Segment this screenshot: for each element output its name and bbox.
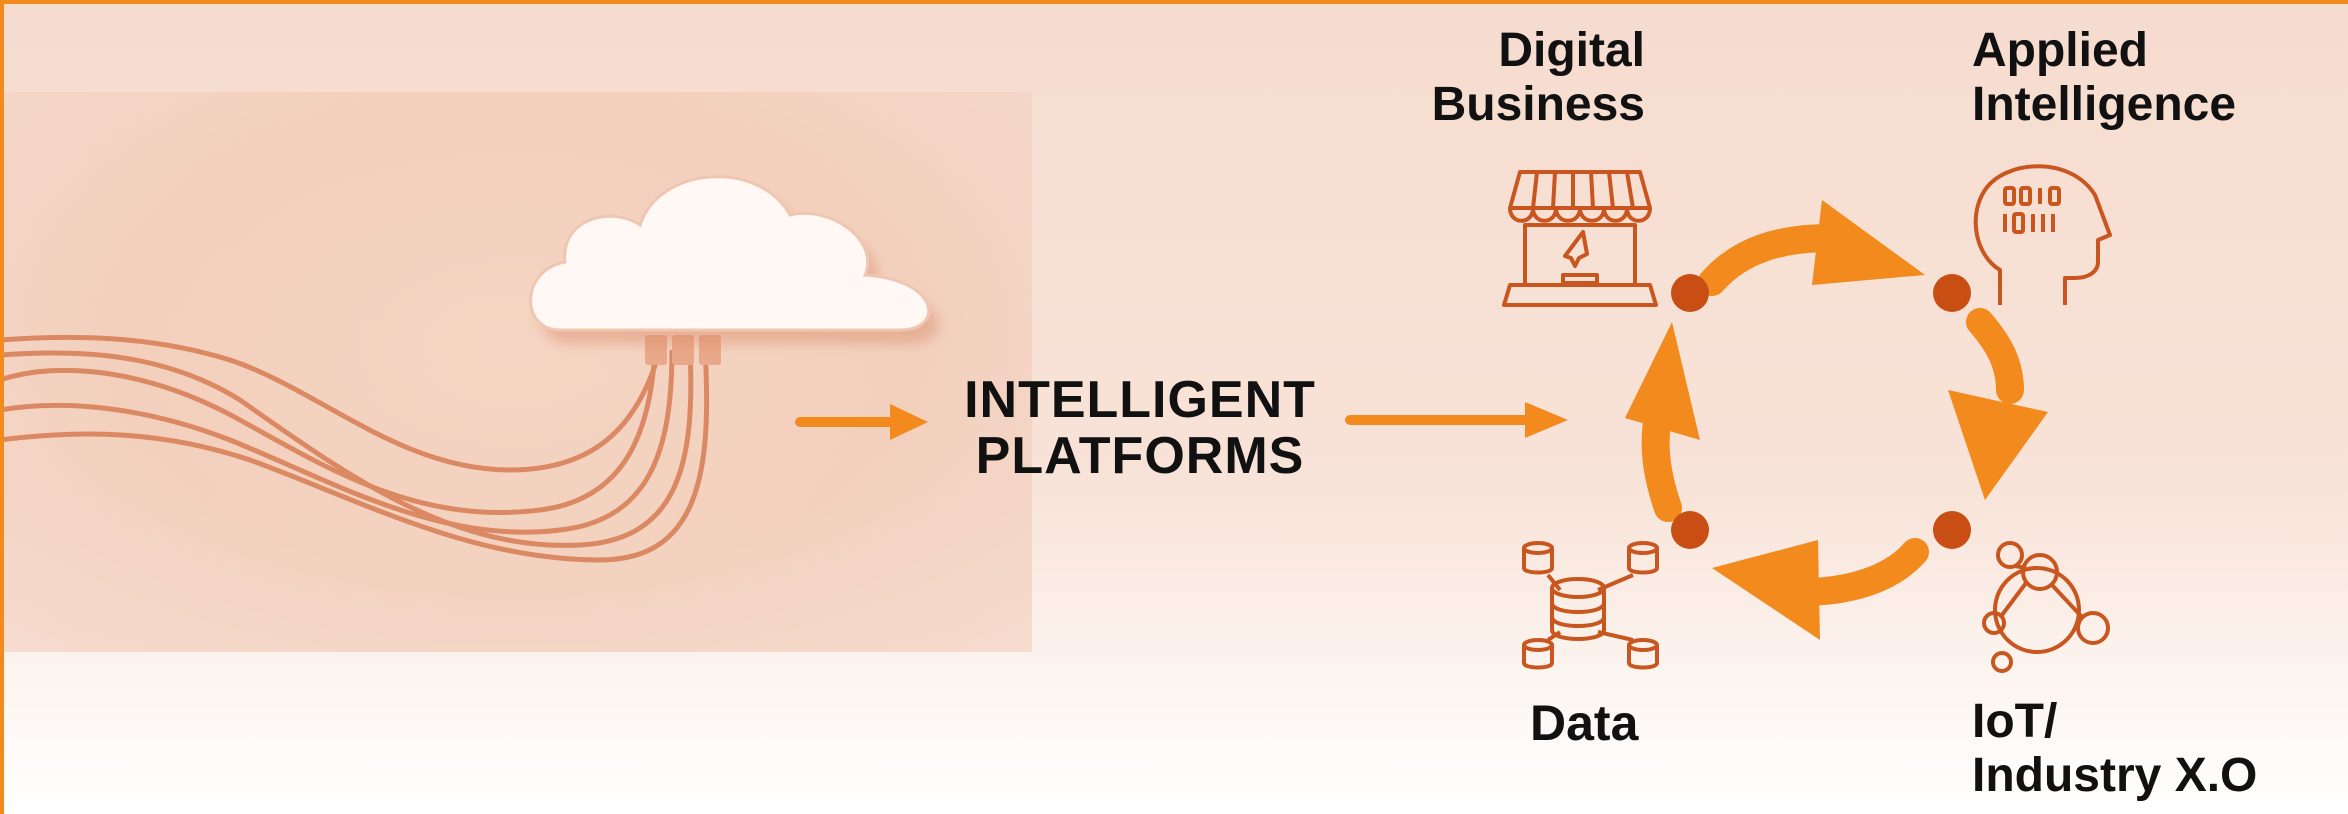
database-network-icon: [1522, 541, 1659, 670]
applied-intelligence-label: Applied Intelligence: [1972, 24, 2237, 131]
cloud-cables-image: [0, 175, 939, 563]
node-dot-data: [1671, 511, 1709, 549]
node-dot-applied: [1933, 274, 1971, 312]
input-arrow: [795, 404, 928, 440]
iot-network-icon: [1982, 541, 2110, 673]
output-arrow: [1345, 402, 1568, 438]
digital-business-label: Digital Business: [1431, 24, 1645, 131]
node-dot-iot: [1933, 511, 1971, 549]
data-label: Data: [1530, 695, 1639, 751]
cycle-arrowheads: [1625, 200, 2048, 640]
iot-industry-label: IoT/ Industry X.O: [1972, 695, 2258, 802]
node-dot-digital: [1671, 274, 1709, 312]
storefront-laptop-icon: [1502, 170, 1658, 307]
intelligent-platforms-label: INTELLIGENT PLATFORMS: [964, 371, 1316, 486]
cycle-node-dots: [1671, 274, 1971, 549]
cloud-photo-panel: [0, 92, 1032, 652]
ai-head-icon: [1973, 164, 2112, 305]
